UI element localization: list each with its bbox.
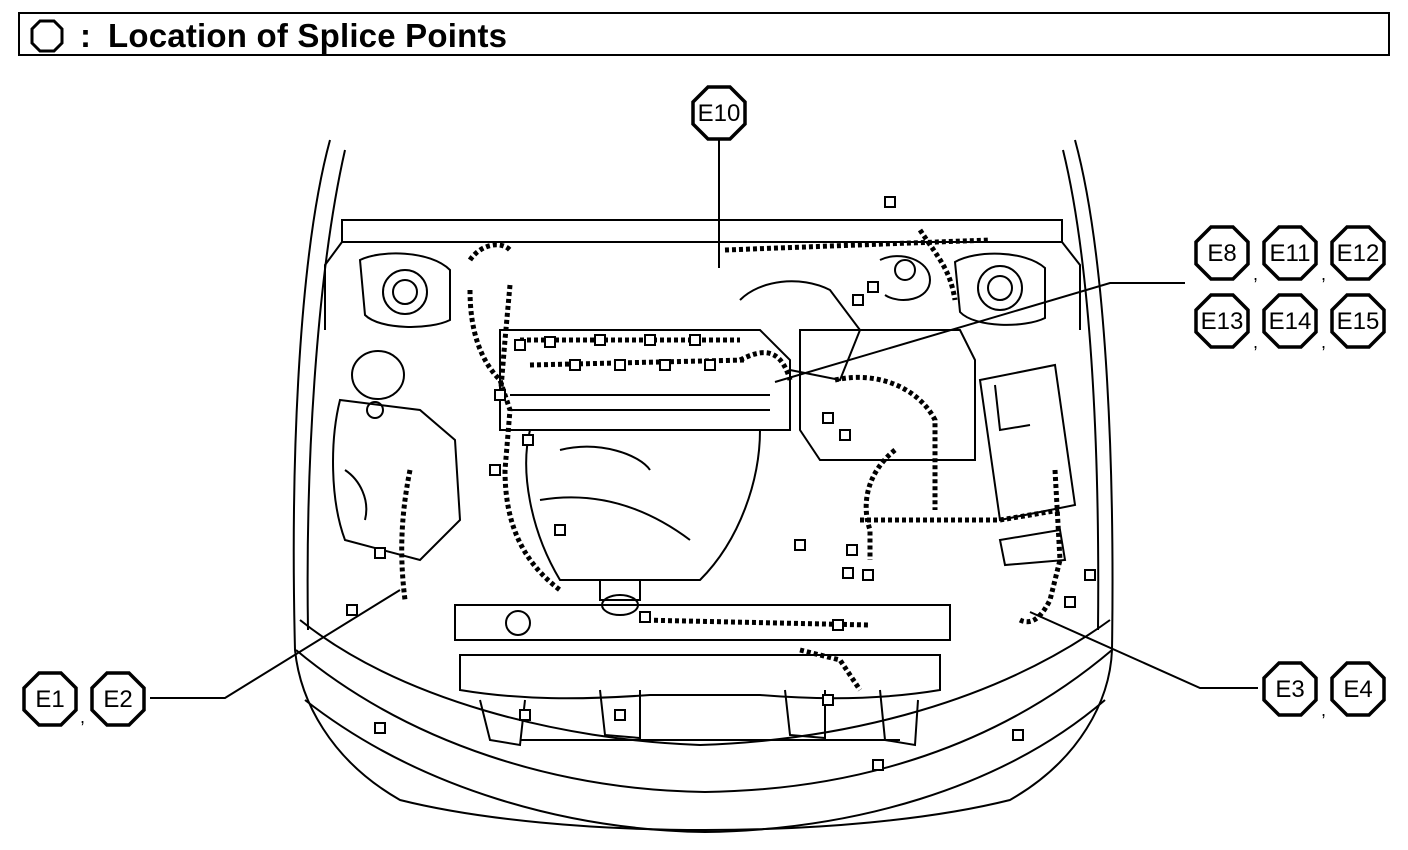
splice-label-text: E11 [1270,240,1311,267]
splice-label-e11: E11 [1262,225,1318,281]
page-title: Location of Splice Points [108,17,508,54]
splice-label-text: E13 [1201,308,1244,335]
splice-label-e3: E3 [1262,661,1318,717]
splice-label-text: E10 [698,100,741,127]
title-separator: : [80,17,91,54]
splice-label-text: E14 [1269,308,1312,335]
strut-towers [358,252,1046,328]
splice-label-e8: E8 [1194,225,1250,281]
splice-label-text: E8 [1207,240,1236,267]
reservoirs [332,350,462,562]
label-separator: , [80,707,85,727]
battery [978,363,1077,567]
label-separator: , [1321,264,1326,284]
splice-label-e14: E14 [1262,293,1318,349]
engine-block [499,329,791,616]
wire-harness [399,228,1063,692]
splice-label-text: E3 [1275,676,1304,703]
label-separator: , [1253,332,1258,352]
splice-label-text: E15 [1337,308,1380,335]
splice-label-text: E1 [35,686,64,713]
octagon-icon [30,19,64,53]
radiator-support [454,604,951,747]
splice-label-e1: E1 [22,671,78,727]
splice-label-text: E12 [1337,240,1380,267]
label-separator: , [1253,264,1258,284]
intake-assembly [739,255,976,461]
splice-label-e10: E10 [691,85,747,141]
splice-label-text: E4 [1343,676,1372,703]
splice-label-e2: E2 [90,671,146,727]
splice-label-e13: E13 [1194,293,1250,349]
title-bar: : Location of Splice Points [18,12,1390,56]
splice-label-e4: E4 [1330,661,1386,717]
label-separator: , [1321,700,1326,720]
splice-label-text: E2 [103,686,132,713]
splice-label-e12: E12 [1330,225,1386,281]
vehicle-body [292,139,1114,834]
splice-label-e15: E15 [1330,293,1386,349]
label-separator: , [1321,332,1326,352]
leader-lines [150,140,1258,699]
